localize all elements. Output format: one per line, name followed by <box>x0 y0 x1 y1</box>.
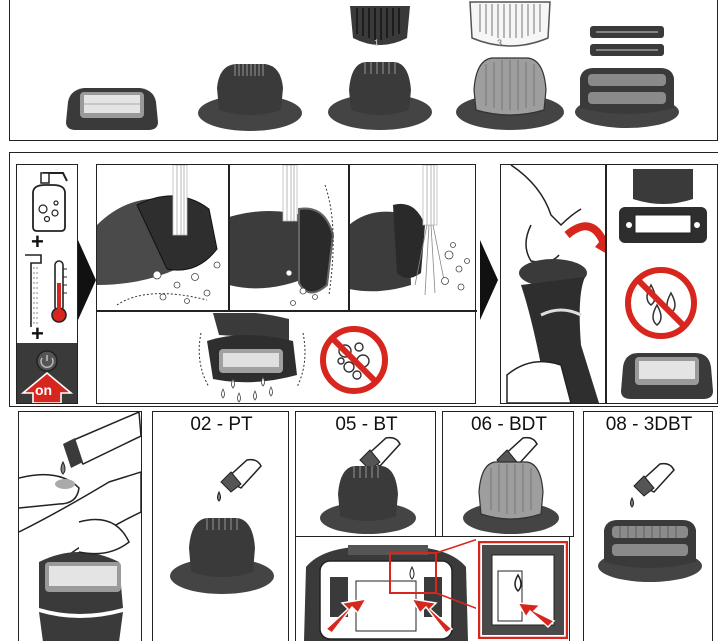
oil-onto-finger-illustration <box>19 412 141 641</box>
rinse-trimmer-side-illustration <box>229 165 335 306</box>
bdt-head-oiling-icon <box>463 461 559 534</box>
pt-label: 02 - PT <box>190 414 253 435</box>
oil-3dbt-panel: 08 - 3DBT <box>583 411 713 641</box>
oil-bottle-icon <box>217 458 262 502</box>
comb-mark-1: 1 <box>374 38 380 48</box>
flow-arrow-icon <box>480 240 498 320</box>
3dbt-head-with-cutters-icon <box>575 26 679 128</box>
rinsing-grid <box>96 164 477 404</box>
3dbt-head-oiling-icon <box>598 520 702 582</box>
rinse-head-front-illustration <box>349 165 470 296</box>
grid-divider-h <box>97 310 477 312</box>
3dbt-label: 08 - 3DBT <box>605 414 693 435</box>
bdt-label: 06 - BDT <box>470 414 548 435</box>
bt-head-with-comb-icon <box>328 6 432 130</box>
on-label: on <box>35 382 53 398</box>
bt-label: 05 - BT <box>335 414 398 435</box>
rinse-foil-head-illustration <box>97 165 221 306</box>
oil-bt-panel: 05 - BT <box>295 411 436 537</box>
drive-detail-inset <box>478 541 568 639</box>
shake-dry-illustration <box>198 313 306 403</box>
foil-head-icon <box>66 88 158 130</box>
no-soap-bubbles-icon <box>320 326 388 394</box>
pt-head-oiling-icon <box>170 518 274 594</box>
remove-head-illustration <box>506 165 605 403</box>
oil-foil-panel <box>18 411 142 641</box>
prep-column: + + on <box>16 164 78 404</box>
power-button-icon <box>17 343 77 403</box>
plus-sign-2: + <box>31 321 44 346</box>
pt-head-icon <box>198 64 302 131</box>
remove-head-divider <box>605 165 607 403</box>
flow-arrow-icon <box>78 240 96 320</box>
foil-head-dry-icon <box>621 353 713 399</box>
bdt-head-with-comb-icon <box>456 1 564 130</box>
attachments-strip: 1 3 <box>9 0 718 141</box>
oil-bdt-panel: 06 - BDT <box>442 411 574 537</box>
shaver-head-underside-icon <box>619 169 707 243</box>
no-water-drops-icon <box>625 267 697 339</box>
oil-bottle-icon <box>630 462 675 508</box>
grid-divider-v2 <box>348 165 350 311</box>
bt-head-oiling-icon <box>320 466 416 534</box>
remove-head-panel <box>500 164 718 404</box>
grid-divider-v1 <box>228 165 230 311</box>
plus-sign-1: + <box>31 229 44 254</box>
soap-bottle-icon <box>32 172 68 232</box>
oil-drive-panel <box>295 536 570 641</box>
comb-mark-3: 3 <box>497 38 503 48</box>
oil-pt-panel: 02 - PT <box>152 411 289 641</box>
head-underside-illustration <box>304 538 476 641</box>
thermometer-icon <box>25 254 67 327</box>
